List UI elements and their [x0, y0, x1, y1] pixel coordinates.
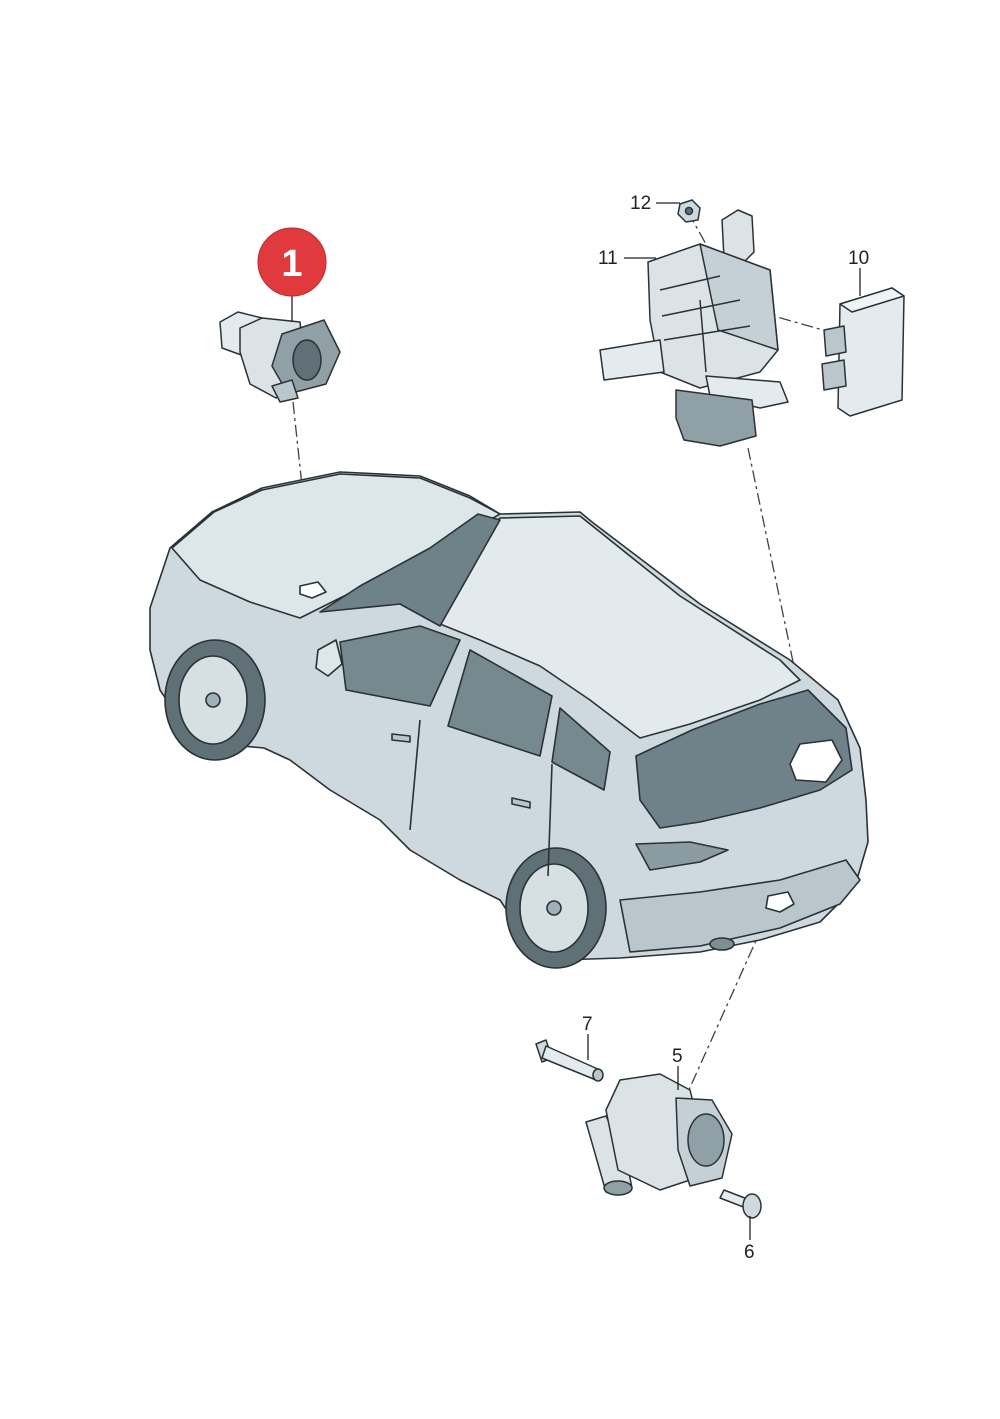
callout-label-10[interactable]: 10	[848, 248, 869, 269]
callout-labels: 12 11 10 7 5 6	[582, 193, 869, 1263]
control-unit-detail-lines	[659, 275, 751, 373]
highlight-badge-label: 1	[281, 243, 302, 285]
car-exhaust	[709, 937, 735, 951]
callout-label-11[interactable]: 11	[598, 248, 618, 269]
socket-cap	[687, 1113, 725, 1167]
module-connector-lower	[821, 359, 847, 391]
car-door-seam-rear	[547, 763, 553, 877]
part-10-module[interactable]	[821, 287, 905, 417]
car-tail-light	[635, 841, 729, 871]
callout-label-6[interactable]: 6	[744, 1242, 755, 1263]
highlight-badge-circle	[257, 227, 327, 297]
callout-label-5[interactable]: 5	[672, 1046, 683, 1067]
module-top	[839, 287, 905, 313]
module-connector-upper	[823, 325, 847, 357]
car-rear-side-window	[447, 649, 553, 757]
part-6-screw[interactable]	[719, 1189, 762, 1219]
part-11-control-unit[interactable]	[599, 209, 789, 447]
mount-marker-socket	[765, 891, 795, 913]
vehicle-illustration	[149, 471, 869, 969]
control-unit-face	[699, 243, 779, 351]
car-rear-window	[635, 689, 853, 829]
part-1-siren[interactable]	[219, 311, 341, 403]
control-unit-base	[675, 389, 757, 447]
part-7-pin[interactable]	[535, 1039, 604, 1082]
car-side-mirror	[315, 639, 343, 677]
pin-tip	[592, 1068, 604, 1082]
part-5-socket[interactable]	[585, 1073, 733, 1196]
siren-grille-center	[292, 339, 322, 381]
car-quarter-window	[551, 707, 611, 791]
car-door-handle-rear	[511, 797, 531, 809]
car-door-handle-front	[391, 733, 411, 743]
car-rear-wheel-hub	[546, 900, 562, 916]
car-hood	[171, 473, 501, 619]
socket-tube-end	[603, 1180, 633, 1196]
car-door-seam-front	[409, 719, 421, 831]
screw-head	[742, 1193, 762, 1219]
car-windshield	[319, 513, 501, 627]
pin-shaft	[541, 1045, 601, 1081]
callout-leaders	[291, 202, 861, 1240]
control-unit-side-bracket	[599, 339, 665, 381]
mount-marker-horn	[299, 581, 327, 599]
car-front-side-window	[339, 625, 461, 707]
nut-hole	[684, 206, 694, 216]
car-rear-bumper	[619, 859, 861, 953]
mount-marker-control-unit	[789, 739, 843, 783]
highlight-badge[interactable]: 1	[257, 227, 327, 297]
car-front-wheel-hub	[205, 692, 221, 708]
control-unit-lower-bracket	[705, 375, 789, 409]
siren-bracket	[271, 379, 299, 403]
callout-label-7[interactable]: 7	[582, 1014, 593, 1035]
car-roof	[399, 515, 801, 739]
part-12-nut[interactable]	[677, 199, 701, 223]
callout-label-12[interactable]: 12	[630, 193, 651, 214]
